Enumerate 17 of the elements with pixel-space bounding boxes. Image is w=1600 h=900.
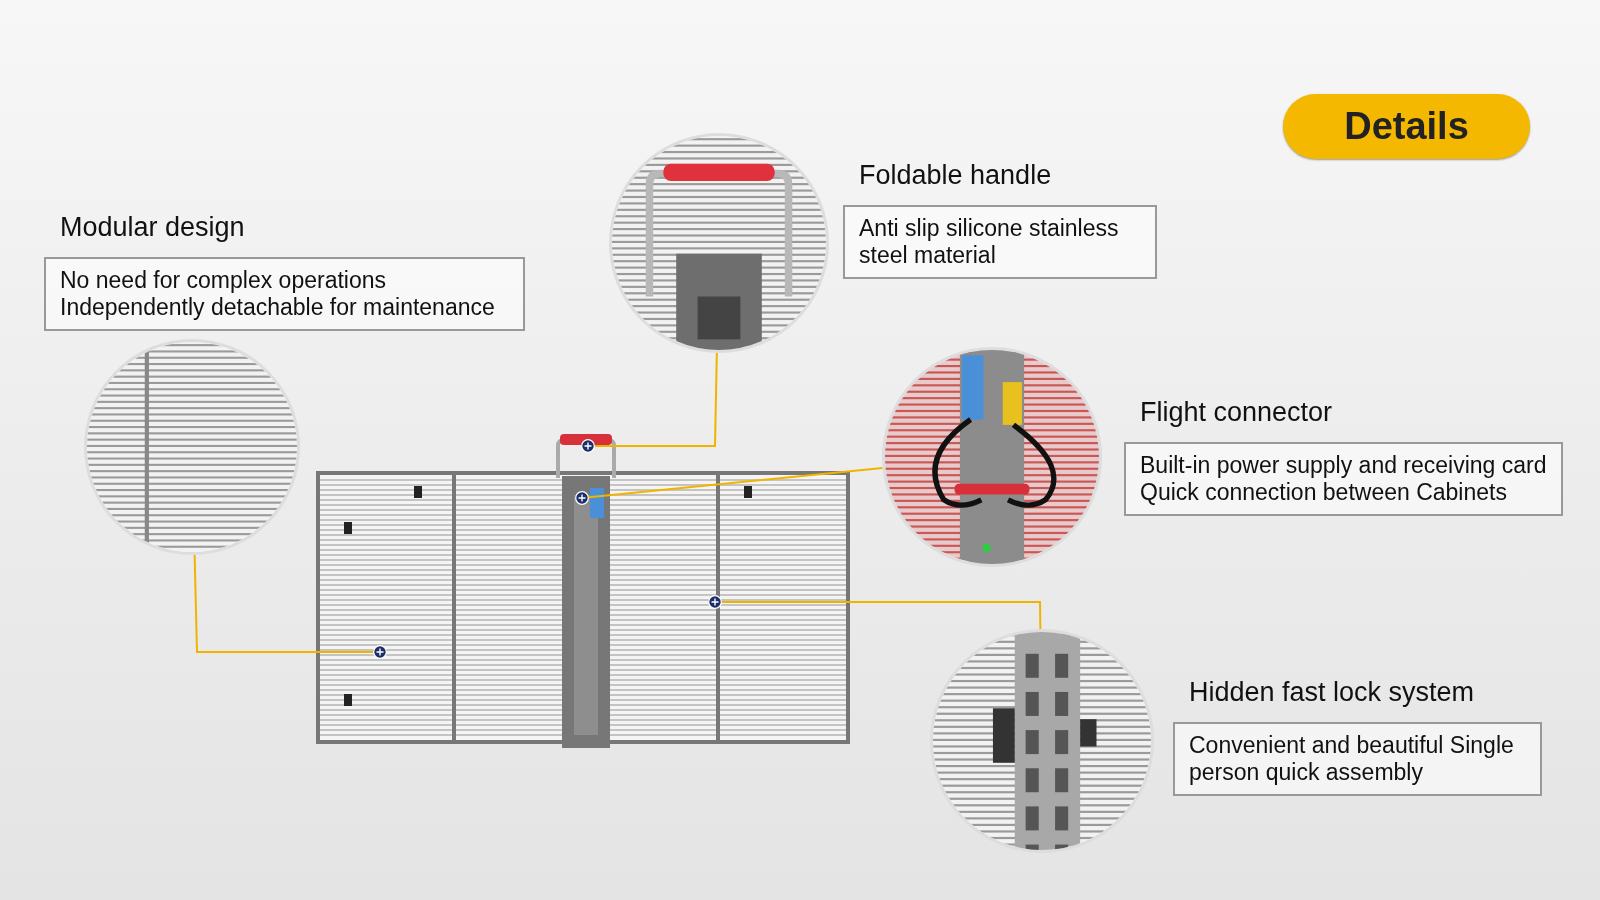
target-marker-icon xyxy=(581,439,595,453)
feature-heading: Hidden fast lock system xyxy=(1189,677,1476,708)
leader-line xyxy=(193,553,374,653)
target-marker-icon xyxy=(373,645,387,659)
leader-line xyxy=(721,601,1042,630)
leader-line xyxy=(594,352,718,447)
description-box: Built-in power supply and receiving card Quick connection between Cabinets xyxy=(1124,442,1563,516)
leader-line xyxy=(587,466,884,499)
feature-heading: Flight connector xyxy=(1140,397,1334,428)
target-marker-icon xyxy=(708,595,722,609)
description-box: Convenient and beautiful Single person quick assembly xyxy=(1173,722,1542,796)
description-box: Anti slip silicone stainless steel material xyxy=(843,205,1157,279)
description-box: No need for complex operations Independently detachable for maintenance xyxy=(44,257,525,331)
feature-heading: Foldable handle xyxy=(859,160,1053,191)
feature-heading: Modular design xyxy=(60,212,246,243)
target-marker-icon xyxy=(575,491,589,505)
details-button: Details xyxy=(1283,94,1530,159)
